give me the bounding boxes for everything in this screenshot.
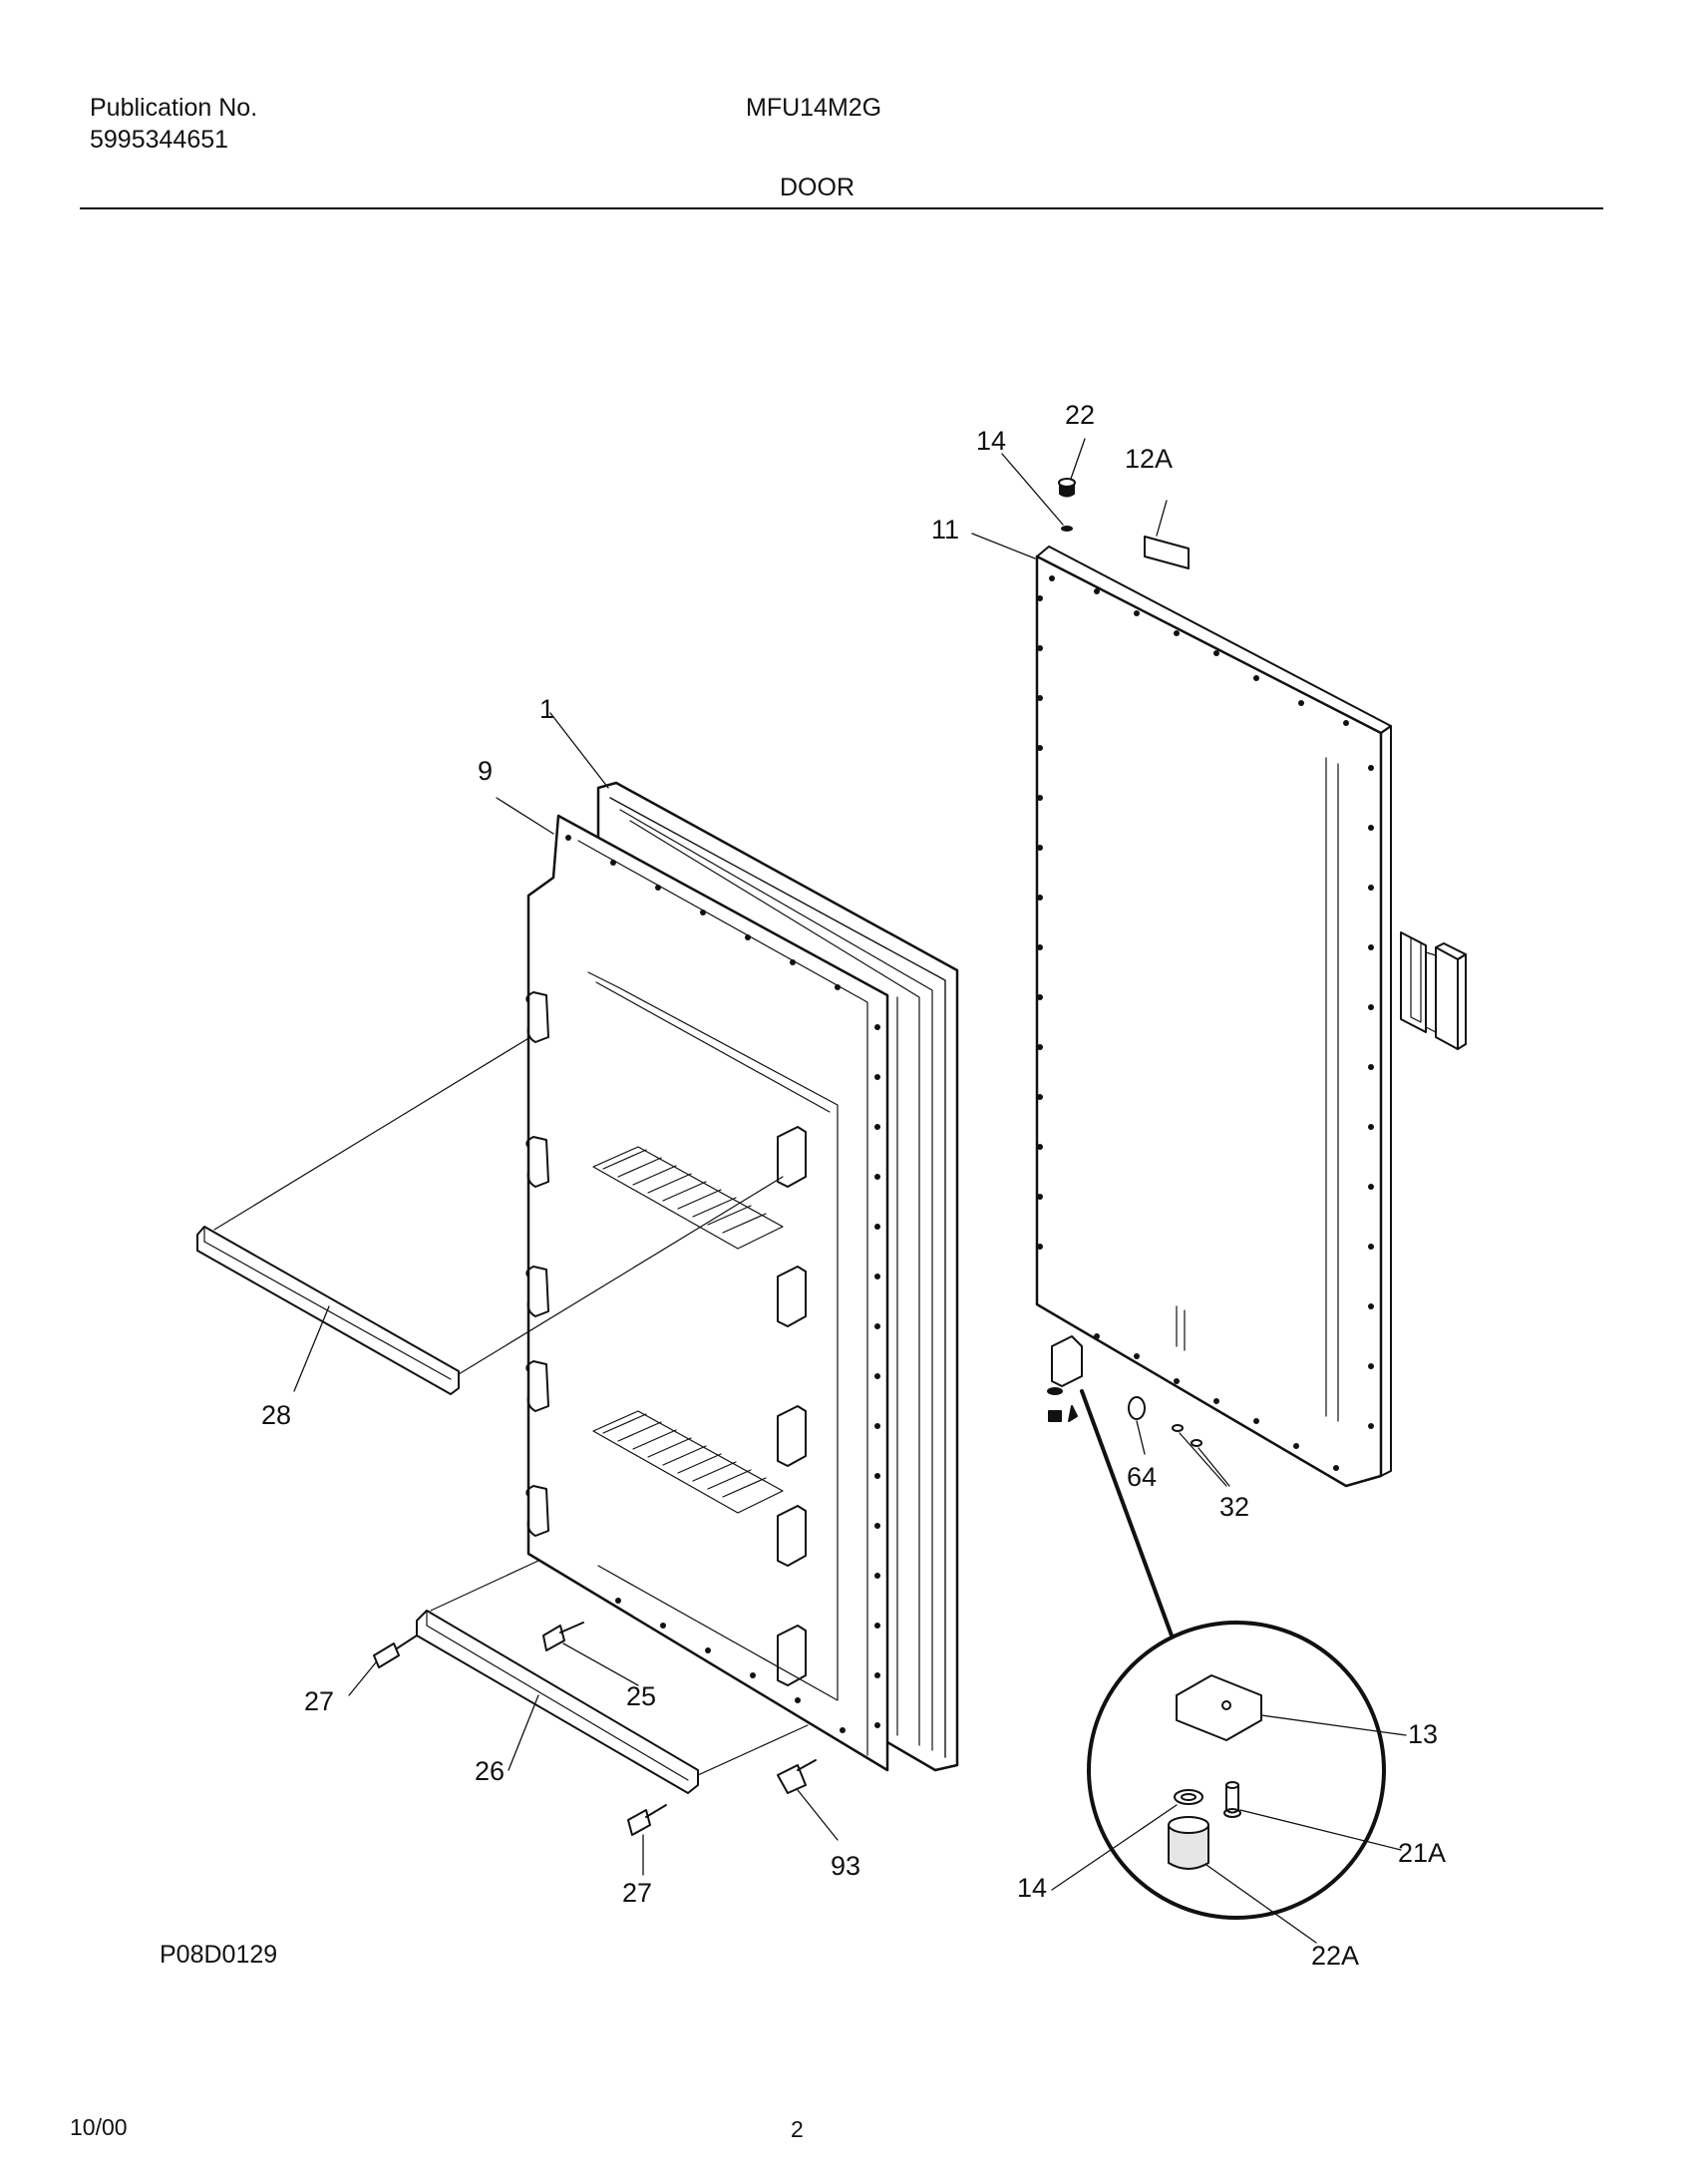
top-hinge-stack	[971, 438, 1086, 559]
lower-shelf-ribs	[592, 1410, 784, 1514]
header-rule	[80, 207, 1603, 209]
callout-labels: 1 9 11 12A 13 14 14 21A 22 22A 25 26 27 …	[261, 400, 1446, 1971]
outer-door-panel	[1035, 546, 1392, 1488]
warning-label-sticker	[1144, 500, 1190, 569]
right-shelf-bumps	[777, 1126, 807, 1686]
publication-label: Publication No.	[90, 94, 258, 122]
callout-21a: 21A	[1398, 1838, 1446, 1868]
model-number: MFU14M2G	[746, 94, 882, 122]
door-handle	[1400, 931, 1467, 1050]
footer-date: 10/00	[70, 2114, 128, 2140]
liner-holes	[565, 835, 880, 1733]
callout-27-lower: 27	[622, 1878, 652, 1908]
inner-door-liner	[496, 797, 889, 1772]
callout-28: 28	[261, 1400, 291, 1430]
upper-shelf-ribs	[592, 1146, 784, 1250]
callout-22a: 22A	[1311, 1941, 1359, 1971]
callout-93: 93	[831, 1851, 860, 1881]
callout-32: 32	[1219, 1492, 1249, 1522]
callout-64: 64	[1127, 1462, 1157, 1492]
callout-14-detail: 14	[1017, 1873, 1047, 1903]
section-title: DOOR	[780, 174, 854, 201]
callout-25: 25	[626, 1681, 656, 1711]
callout-12a: 12A	[1125, 444, 1173, 474]
door-gasket	[549, 712, 959, 1772]
left-shelf-bumps	[525, 991, 549, 1537]
page-number: 2	[791, 2116, 804, 2142]
callout-27-upper: 27	[304, 1686, 334, 1716]
shelf-rail-28	[196, 1036, 784, 1395]
screws	[348, 1622, 839, 1876]
callout-9: 9	[478, 756, 493, 786]
callout-22: 22	[1065, 400, 1095, 430]
outer-panel-holes	[1037, 575, 1374, 1471]
hinge-detail-circle	[1051, 1621, 1407, 1944]
publication-number: 5995344651	[90, 126, 229, 154]
callout-26: 26	[475, 1756, 505, 1786]
callout-13: 13	[1408, 1719, 1438, 1749]
callout-11: 11	[931, 515, 959, 545]
callout-1: 1	[539, 694, 554, 724]
bottom-hinge-parts	[1047, 1335, 1230, 1487]
callout-14-top: 14	[976, 426, 1006, 456]
drawing-code: P08D0129	[160, 1941, 278, 1969]
